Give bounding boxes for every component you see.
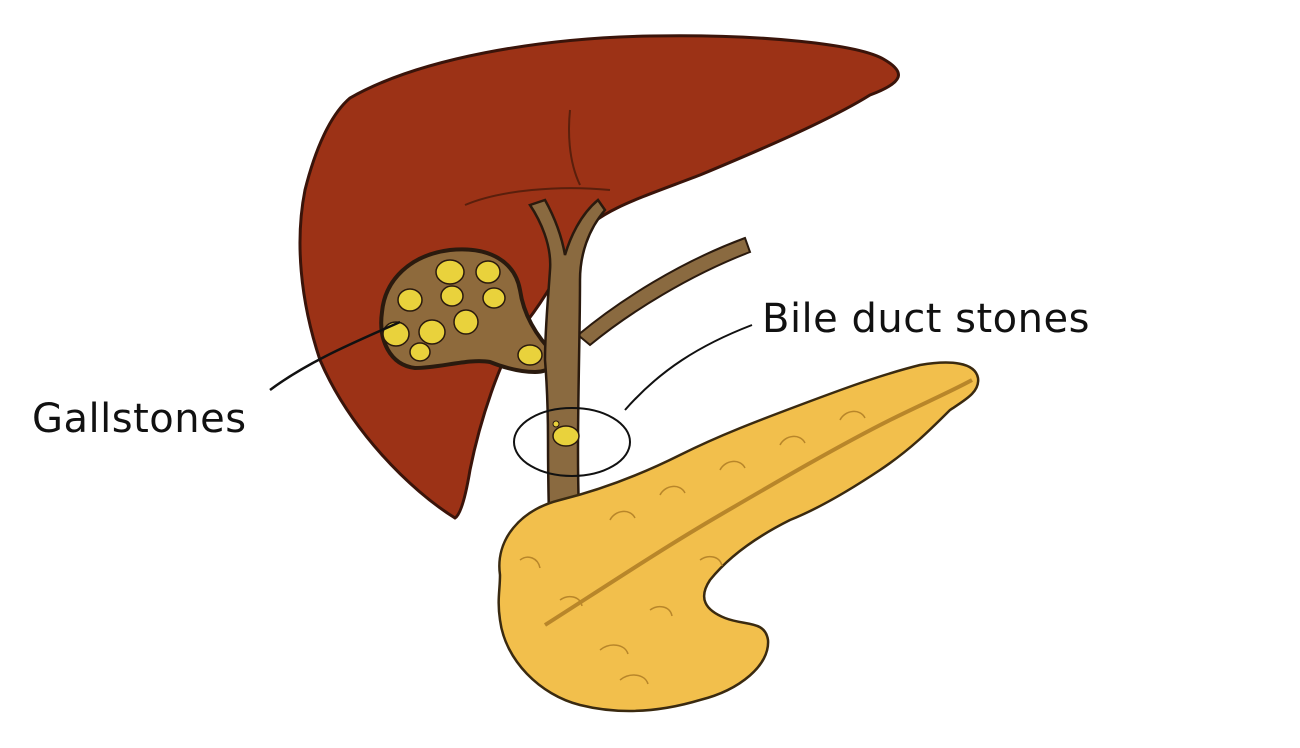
gallstone <box>517 344 543 366</box>
bile-duct-stones-leader-line <box>624 324 753 411</box>
pancreas <box>497 361 980 713</box>
bile-duct-stone-highlight-circle <box>513 407 631 477</box>
gallstone <box>440 285 464 307</box>
liver-lobe-line <box>464 187 611 206</box>
pancreatic-duct <box>543 378 973 627</box>
liver-lobe-line <box>568 109 581 186</box>
gallstones-leader-line <box>269 320 401 392</box>
hepatic-duct-branch <box>576 236 752 347</box>
bile-duct-stone <box>552 420 580 447</box>
gallstone <box>482 287 506 309</box>
pancreas-texture <box>519 410 866 685</box>
bile-duct-stones-label: Bile duct stones <box>762 296 1090 342</box>
gallstone <box>475 260 501 284</box>
gallstone <box>409 342 431 362</box>
gallstones-label: Gallstones <box>32 396 247 442</box>
gallstone <box>453 309 479 335</box>
gallstone <box>382 321 410 347</box>
gallstone <box>397 288 423 312</box>
gallstone <box>418 319 446 345</box>
gallstone <box>435 259 465 285</box>
